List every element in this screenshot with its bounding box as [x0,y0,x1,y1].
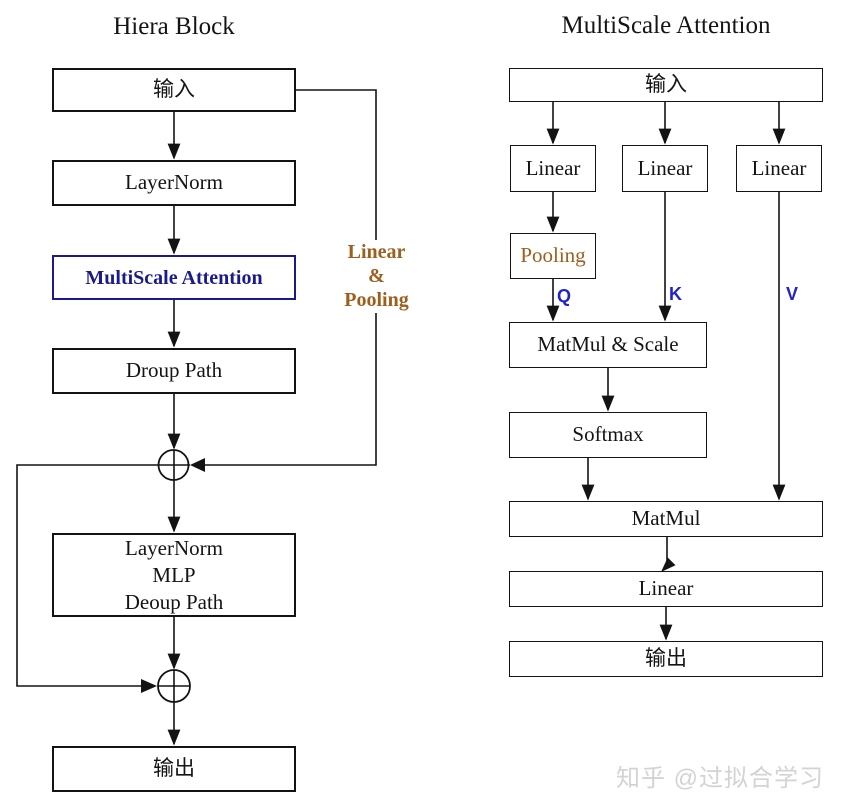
msa-pooling-node: Pooling [510,233,596,279]
msa-linear-out-node: Linear [509,571,823,607]
msa-softmax-node: Softmax [509,412,707,458]
q-label: Q [557,286,572,306]
arrowhead-into-linear [661,557,676,572]
skip-label-line: Pooling [344,289,409,311]
hiera-droup-path-node: Droup Path [52,348,296,394]
msa-linear-q-node: Linear [510,145,596,192]
msa-input-node: 输入 [509,68,823,102]
hiera-output-node: 输出 [52,746,296,792]
msa-output-node: 输出 [509,641,823,677]
msa-linear-v-node: Linear [736,145,822,192]
hiera-block-title: Hiera Block [113,13,235,40]
msa-matmul-scale-node: MatMul & Scale [509,322,707,368]
v-label: V [786,284,799,304]
skip-linear-pooling-label: Linear & Pooling [331,240,422,312]
hiera-layernorm-node: LayerNorm [52,160,296,206]
arrowhead-skip-into-sum1 [190,458,205,472]
hiera-mlp-block-node: LayerNorm MLP Deoup Path [52,533,296,617]
mlp-block-line: Deoup Path [124,589,224,614]
zhihu-watermark: 知乎 @过拟合学习 [616,765,825,792]
skip-line-top [296,89,377,240]
msa-linear-k-node: Linear [622,145,708,192]
k-label: K [669,284,682,304]
skip-label-line: Linear [347,241,406,263]
skip-label-line: & [368,265,385,287]
multiscale-attention-title: MultiScale Attention [561,12,771,39]
residual-line [16,464,190,687]
skip-line-bottom [192,313,377,466]
add-junction-icon [157,669,191,703]
hiera-multiscale-attention-node: MultiScale Attention [52,255,296,300]
msa-matmul-node: MatMul [509,501,823,537]
mlp-block-line: MLP [152,562,196,587]
arrowhead-residual-into-sum2 [141,679,157,693]
add-junction-icon [157,449,190,481]
mlp-block-line: LayerNorm [125,535,223,560]
hiera-input-node: 输入 [52,68,296,112]
